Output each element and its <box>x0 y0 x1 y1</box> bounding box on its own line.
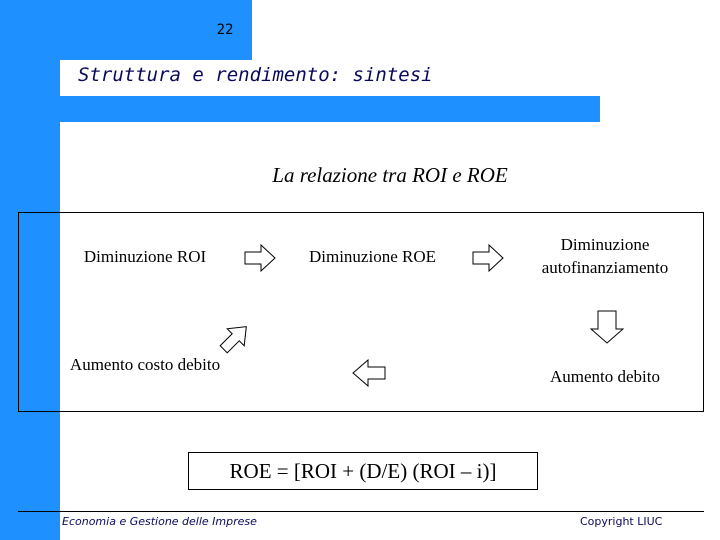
diagram-subtitle: La relazione tra ROI e ROE <box>272 163 508 187</box>
arrow-right-icon <box>244 244 276 272</box>
arrow-down-icon <box>590 310 624 344</box>
slide-number: 22 <box>216 22 234 38</box>
node-roe-decrease: Diminuzione ROE <box>308 247 436 266</box>
footer-course-name: Economia e Gestione delle Imprese <box>62 515 257 528</box>
arrow-right-icon <box>472 244 504 272</box>
node-debt-cost-increase: Aumento costo debito <box>69 355 221 374</box>
node-self-financing-decrease: Diminuzione autofinanziamento <box>541 235 669 277</box>
left-accent-band <box>0 0 60 540</box>
roe-formula: ROE = [ROI + (D/E) (ROI – i)] <box>188 452 538 490</box>
slide-title: Struttura e rendimento: sintesi <box>78 64 433 86</box>
arrow-left-icon <box>352 359 386 387</box>
node-debt-increase: Aumento debito <box>549 367 660 386</box>
footer-copyright: Copyright LIUC <box>580 515 663 528</box>
title-underline-strip <box>18 96 600 122</box>
footer-divider <box>18 511 704 512</box>
node-roi-decrease: Diminuzione ROI <box>83 247 207 266</box>
arrow-up-right-icon <box>219 326 247 354</box>
top-accent-block <box>0 0 252 60</box>
diagram-frame <box>18 212 704 412</box>
